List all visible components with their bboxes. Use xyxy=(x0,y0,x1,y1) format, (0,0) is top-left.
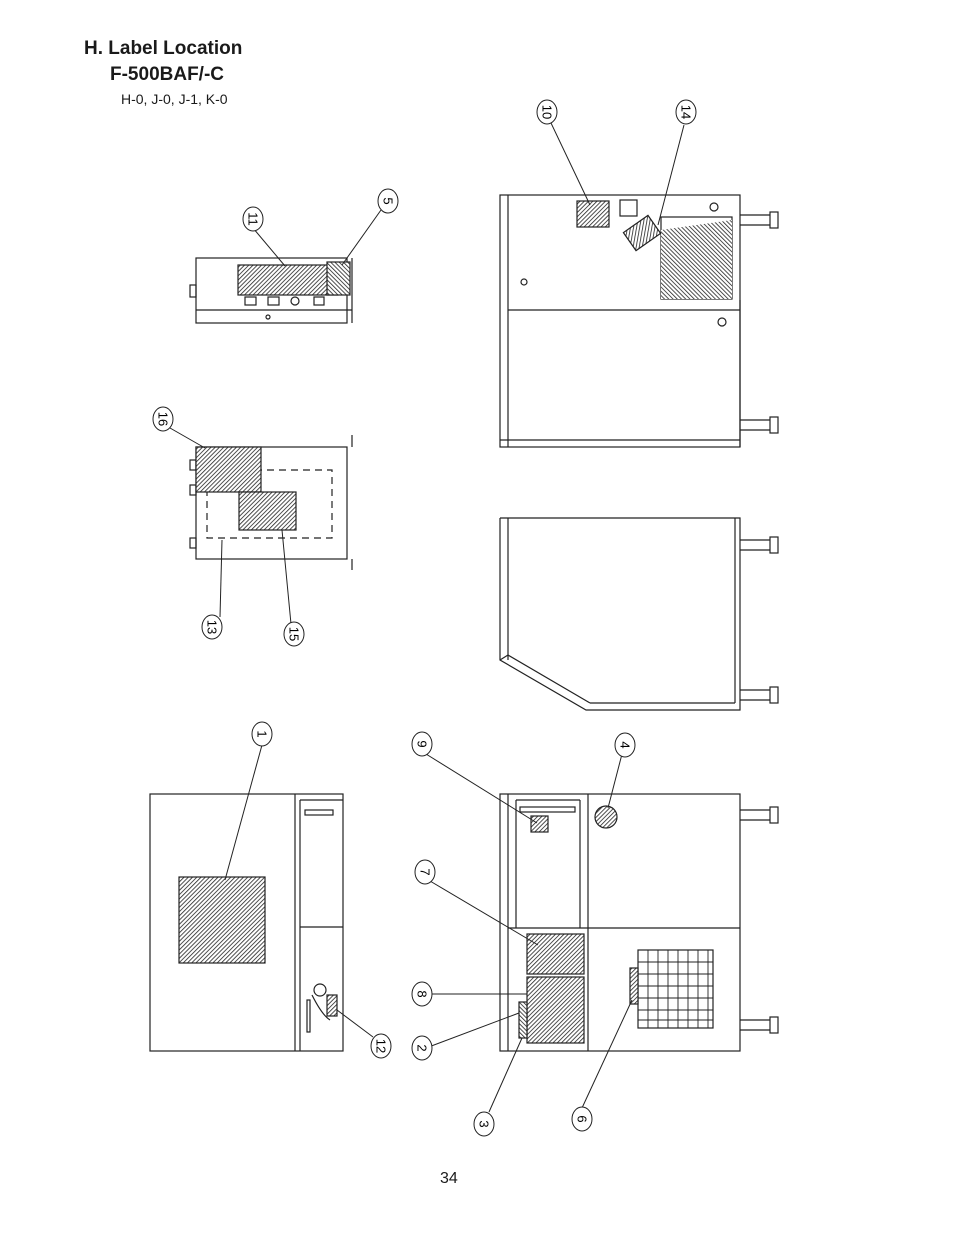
label-11 xyxy=(237,264,339,296)
callout-9: 9 xyxy=(411,731,433,757)
page-number: 34 xyxy=(440,1170,458,1187)
callout-11: 11 xyxy=(242,206,264,232)
callouts: 11 5 16 13 15 10 14 1 xyxy=(152,99,697,1137)
label-8 xyxy=(526,976,585,1044)
svg-text:4: 4 xyxy=(618,741,633,748)
callout-4: 4 xyxy=(614,732,636,758)
svg-text:6: 6 xyxy=(575,1115,590,1122)
svg-text:12: 12 xyxy=(374,1039,389,1053)
label-6 xyxy=(629,967,639,1005)
callout-13: 13 xyxy=(201,614,223,640)
rear-view xyxy=(499,194,779,448)
model-variants: H-0, J-0, J-1, K-0 xyxy=(121,91,228,107)
side-view-lower xyxy=(499,517,779,711)
label-16 xyxy=(195,446,262,493)
svg-text:3: 3 xyxy=(477,1120,492,1127)
callout-12: 12 xyxy=(370,1033,392,1059)
callout-6: 6 xyxy=(571,1106,593,1132)
leader-lines xyxy=(169,122,685,1113)
section-title: H. Label Location xyxy=(84,38,243,59)
callout-7: 7 xyxy=(414,859,436,885)
label-15 xyxy=(238,491,297,531)
top-view xyxy=(189,257,353,324)
callout-1: 1 xyxy=(251,721,273,747)
svg-text:10: 10 xyxy=(540,105,555,119)
callout-2: 2 xyxy=(411,1035,433,1061)
svg-text:5: 5 xyxy=(381,197,396,204)
svg-text:2: 2 xyxy=(415,1044,430,1051)
callout-3: 3 xyxy=(473,1111,495,1137)
svg-text:16: 16 xyxy=(156,412,171,426)
callout-16: 16 xyxy=(152,406,174,432)
label-7 xyxy=(526,933,585,975)
label-10 xyxy=(576,200,610,228)
label-12 xyxy=(326,994,338,1017)
svg-text:9: 9 xyxy=(415,740,430,747)
label-9 xyxy=(530,815,549,833)
side-view xyxy=(189,435,353,570)
svg-text:15: 15 xyxy=(287,627,302,641)
callout-5: 5 xyxy=(377,188,399,214)
svg-text:8: 8 xyxy=(415,990,430,997)
svg-text:1: 1 xyxy=(255,730,270,737)
callout-14: 14 xyxy=(675,99,697,125)
callout-15: 15 xyxy=(283,621,305,647)
label-14 xyxy=(622,214,662,252)
svg-text:14: 14 xyxy=(679,105,694,119)
svg-text:11: 11 xyxy=(246,212,261,226)
callout-8: 8 xyxy=(411,981,433,1007)
front-panel-view xyxy=(499,793,779,1052)
label-5 xyxy=(326,261,351,296)
front-view xyxy=(149,793,344,1052)
label-1 xyxy=(178,876,266,964)
model-name: F-500BAF/-C xyxy=(110,64,225,85)
label-2-3 xyxy=(518,1001,528,1039)
svg-text:13: 13 xyxy=(205,620,220,634)
svg-text:7: 7 xyxy=(418,868,433,875)
callout-10: 10 xyxy=(536,99,558,125)
label-4 xyxy=(594,805,618,829)
